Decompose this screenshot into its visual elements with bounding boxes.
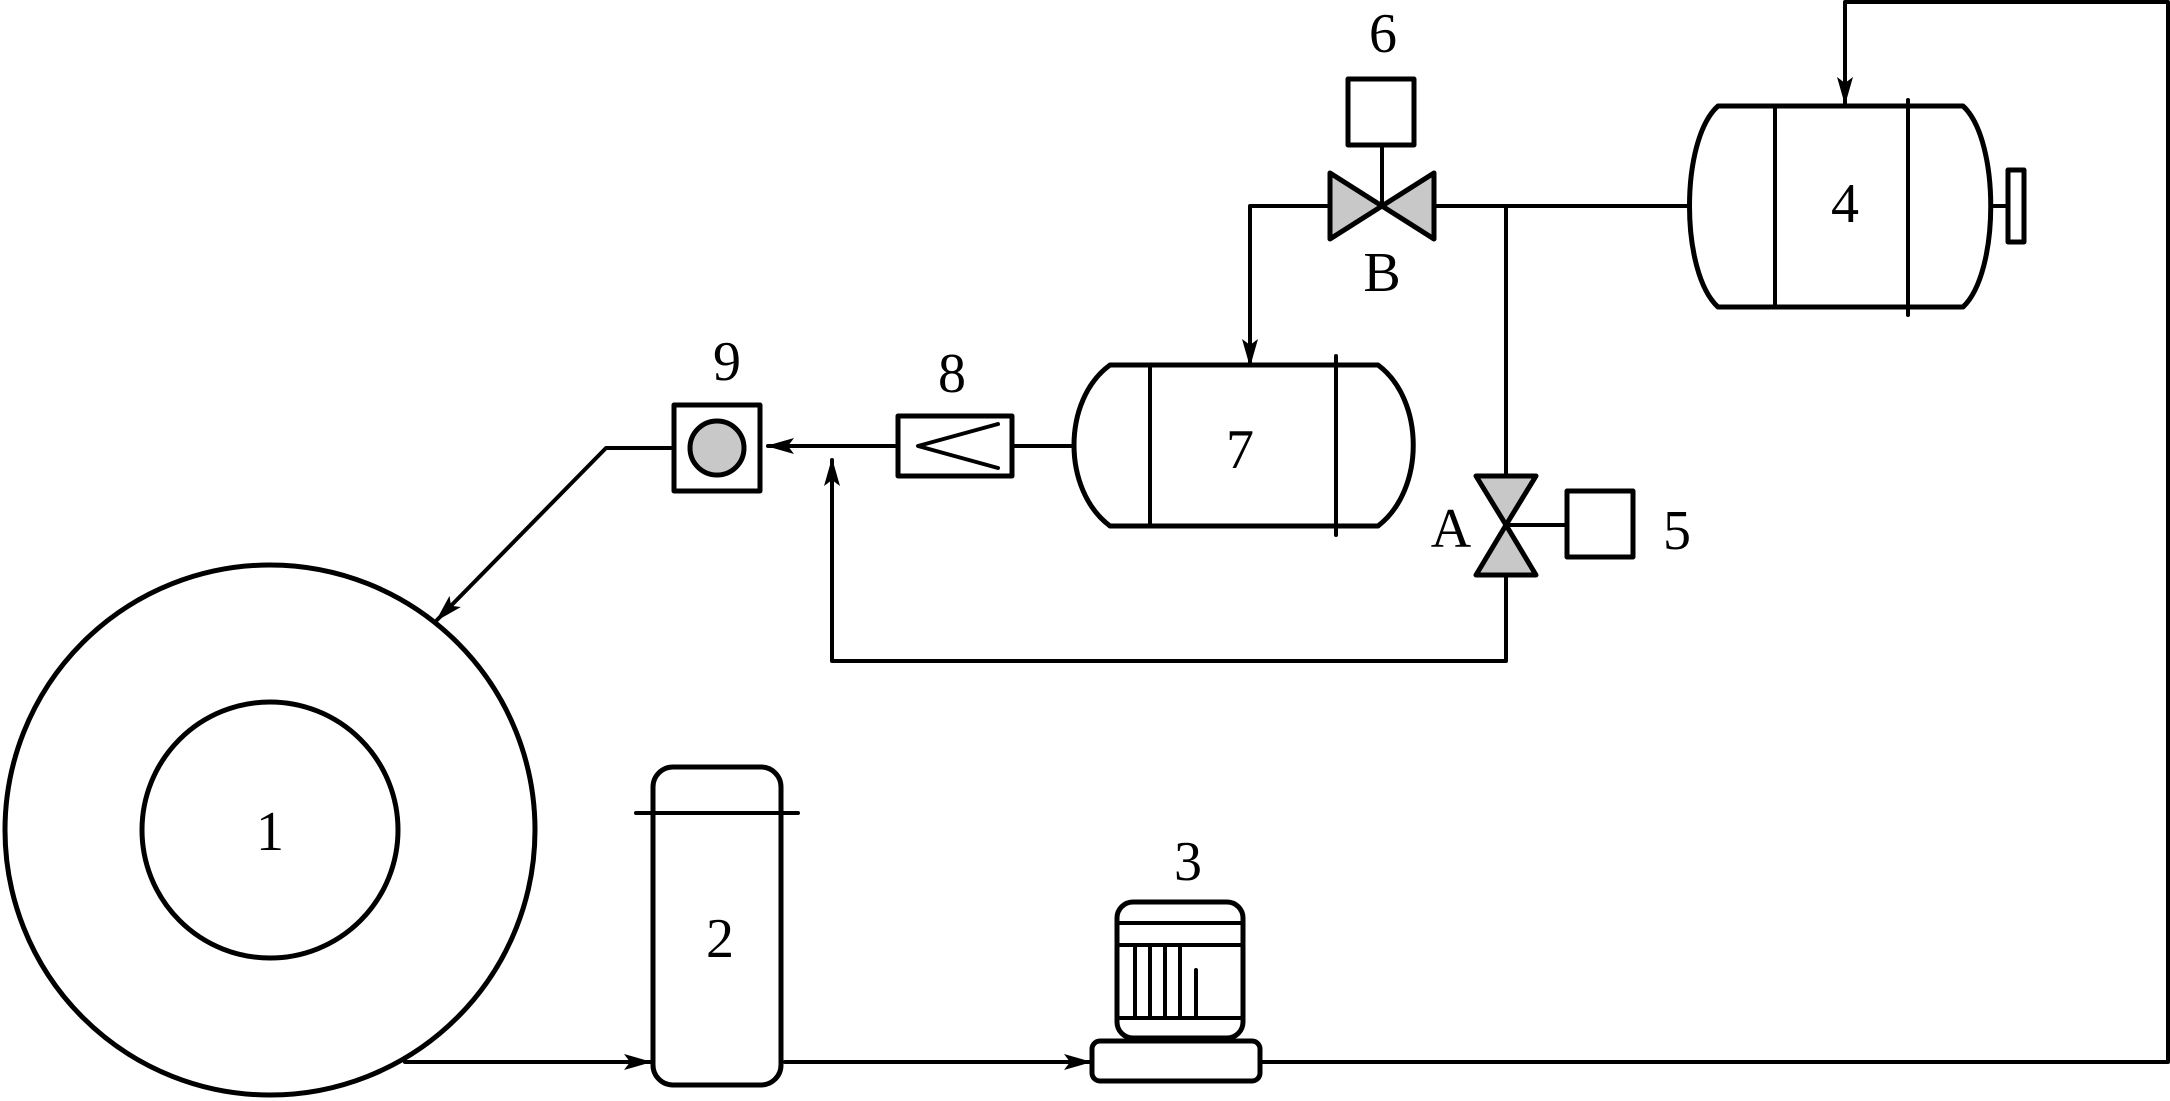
component-5: 5	[1564, 488, 1691, 562]
valve-b-right-triangle	[1379, 170, 1437, 242]
valve-b-left-triangle	[1327, 170, 1385, 242]
component-1-inner-ring	[139, 699, 401, 961]
component-7: 7	[1071, 354, 1416, 537]
component-3-label: 3	[1174, 831, 1202, 893]
component-6: 6	[1345, 3, 1417, 148]
component-5-actuator	[1564, 488, 1636, 560]
pipe-9-to-1	[435, 446, 674, 622]
component-5-label: 5	[1663, 500, 1691, 562]
component-8-label: 8	[938, 343, 966, 405]
component-1: 1	[2, 562, 538, 1098]
component-2-label: 2	[706, 908, 734, 970]
pipe-valve-b-to-7	[1242, 204, 1330, 367]
component-7-label: 7	[1226, 419, 1254, 481]
component-4-body	[1687, 103, 1994, 310]
component-2-body	[650, 764, 784, 1088]
component-8: 8	[895, 343, 1015, 479]
pipe-valve-a-bypass	[824, 458, 1508, 663]
component-7-body	[1071, 362, 1416, 529]
component-4-nozzle-flange	[2005, 167, 2027, 245]
component-3-base	[1089, 1038, 1263, 1084]
component-3: 3	[1089, 831, 1263, 1084]
valve-a-top-triangle	[1473, 473, 1539, 528]
component-9-label: 9	[713, 331, 741, 393]
component-9: 9	[671, 331, 763, 494]
component-1-label: 1	[256, 801, 284, 863]
valve-a: A	[1431, 473, 1539, 578]
valve-a-label: A	[1431, 498, 1472, 560]
component-3-motor-fins	[1133, 943, 1198, 1020]
component-2: 2	[634, 764, 800, 1088]
component-6-label: 6	[1369, 3, 1397, 65]
component-4: 4	[1687, 98, 2027, 317]
valve-b: B	[1327, 170, 1437, 304]
valve-b-label: B	[1363, 242, 1400, 304]
pipe-3-to-4	[1260, 0, 2170, 1064]
valve-a-bottom-triangle	[1473, 522, 1539, 578]
component-9-gauge-icon	[687, 418, 747, 478]
component-6-actuator	[1345, 76, 1417, 148]
component-8-chevron-icon	[916, 422, 1000, 470]
component-4-label: 4	[1831, 173, 1859, 235]
